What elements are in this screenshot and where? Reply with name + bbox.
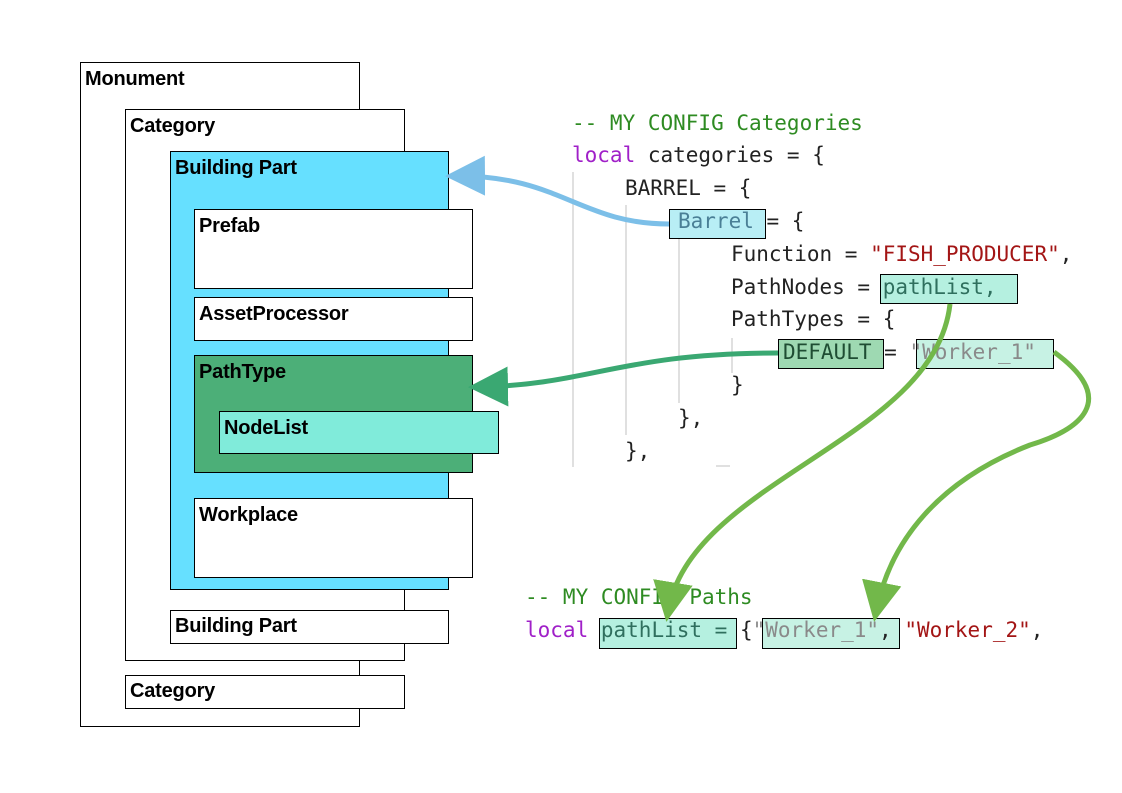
pathnodes-value: pathList, bbox=[882, 275, 997, 299]
close-mid: }, bbox=[678, 406, 704, 430]
barrel-upper-line: BARREL = { bbox=[625, 176, 752, 200]
local-keyword-2: local bbox=[525, 618, 589, 642]
node-list-box: NodeList bbox=[219, 411, 499, 454]
building-part-label-2: Building Part bbox=[175, 615, 297, 637]
building-part-label: Building Part bbox=[175, 157, 297, 179]
default-eq: = bbox=[871, 340, 910, 364]
paths-decl-line: local pathList = {"Worker_1", "Worker_2"… bbox=[525, 617, 1043, 643]
barrel-highlight bbox=[669, 209, 766, 239]
prefab-box: Prefab bbox=[194, 209, 473, 289]
category-label-2: Category bbox=[130, 680, 216, 702]
prefab-label: Prefab bbox=[199, 215, 261, 237]
worker2-item: "Worker_2" bbox=[904, 618, 1031, 642]
function-comma: , bbox=[1059, 242, 1073, 266]
barrel-line: Barrel = { bbox=[678, 208, 804, 234]
barrel-key: Barrel bbox=[678, 209, 754, 233]
indent-guide bbox=[572, 172, 574, 467]
building-part-box-2: Building Part bbox=[170, 610, 449, 644]
function-line: Function = "FISH_PRODUCER", bbox=[731, 241, 1072, 267]
arrow-pathnodes-to-pathlist bbox=[653, 303, 953, 622]
indent-guide bbox=[625, 205, 627, 435]
asset-processor-box: AssetProcessor bbox=[194, 297, 473, 341]
workplace-box: Workplace bbox=[194, 498, 473, 578]
category-box-2: Category bbox=[125, 675, 405, 709]
node-list-label: NodeList bbox=[224, 417, 308, 439]
pathtypes-line: PathTypes = { bbox=[731, 307, 896, 331]
path-type-label: PathType bbox=[199, 361, 286, 383]
pathlist-decl-highlight bbox=[599, 618, 737, 649]
worker1-item: "Worker_1" bbox=[752, 618, 880, 642]
indent-guide bbox=[678, 238, 680, 403]
pathlist-decl: pathList = bbox=[600, 618, 740, 642]
workplace-label: Workplace bbox=[199, 504, 298, 526]
paths-sep: , bbox=[879, 618, 905, 642]
worker1-list-highlight bbox=[762, 618, 900, 649]
paths-tail: , bbox=[1030, 618, 1044, 642]
function-key: Function = bbox=[731, 242, 871, 266]
arrow-barrel-to-building-part bbox=[445, 155, 670, 227]
pathnodes-key: PathNodes = bbox=[731, 275, 883, 299]
default-highlight bbox=[778, 339, 884, 369]
default-key: DEFAULT bbox=[783, 340, 872, 364]
pathnodes-line: PathNodes = pathList, bbox=[731, 274, 997, 300]
categories-decl: categories = { bbox=[635, 143, 825, 167]
barrel-rest: = { bbox=[753, 209, 805, 233]
close-outer: }, bbox=[625, 439, 651, 463]
close-inner: } bbox=[731, 373, 744, 397]
function-value: "FISH_PRODUCER" bbox=[870, 242, 1060, 266]
local-keyword: local bbox=[572, 143, 636, 167]
arrow-worker-to-list bbox=[862, 349, 1092, 622]
pathnodes-highlight bbox=[880, 274, 1018, 304]
categories-decl-line: local categories = { bbox=[572, 142, 825, 168]
categories-comment: -- MY CONFIG Categories bbox=[572, 111, 863, 135]
category-label: Category bbox=[130, 115, 216, 137]
asset-processor-label: AssetProcessor bbox=[199, 303, 349, 325]
paths-brace: { bbox=[739, 618, 753, 642]
indent-guide bbox=[716, 465, 730, 467]
monument-label: Monument bbox=[85, 68, 185, 90]
arrow-default-to-pathtype bbox=[468, 350, 779, 407]
